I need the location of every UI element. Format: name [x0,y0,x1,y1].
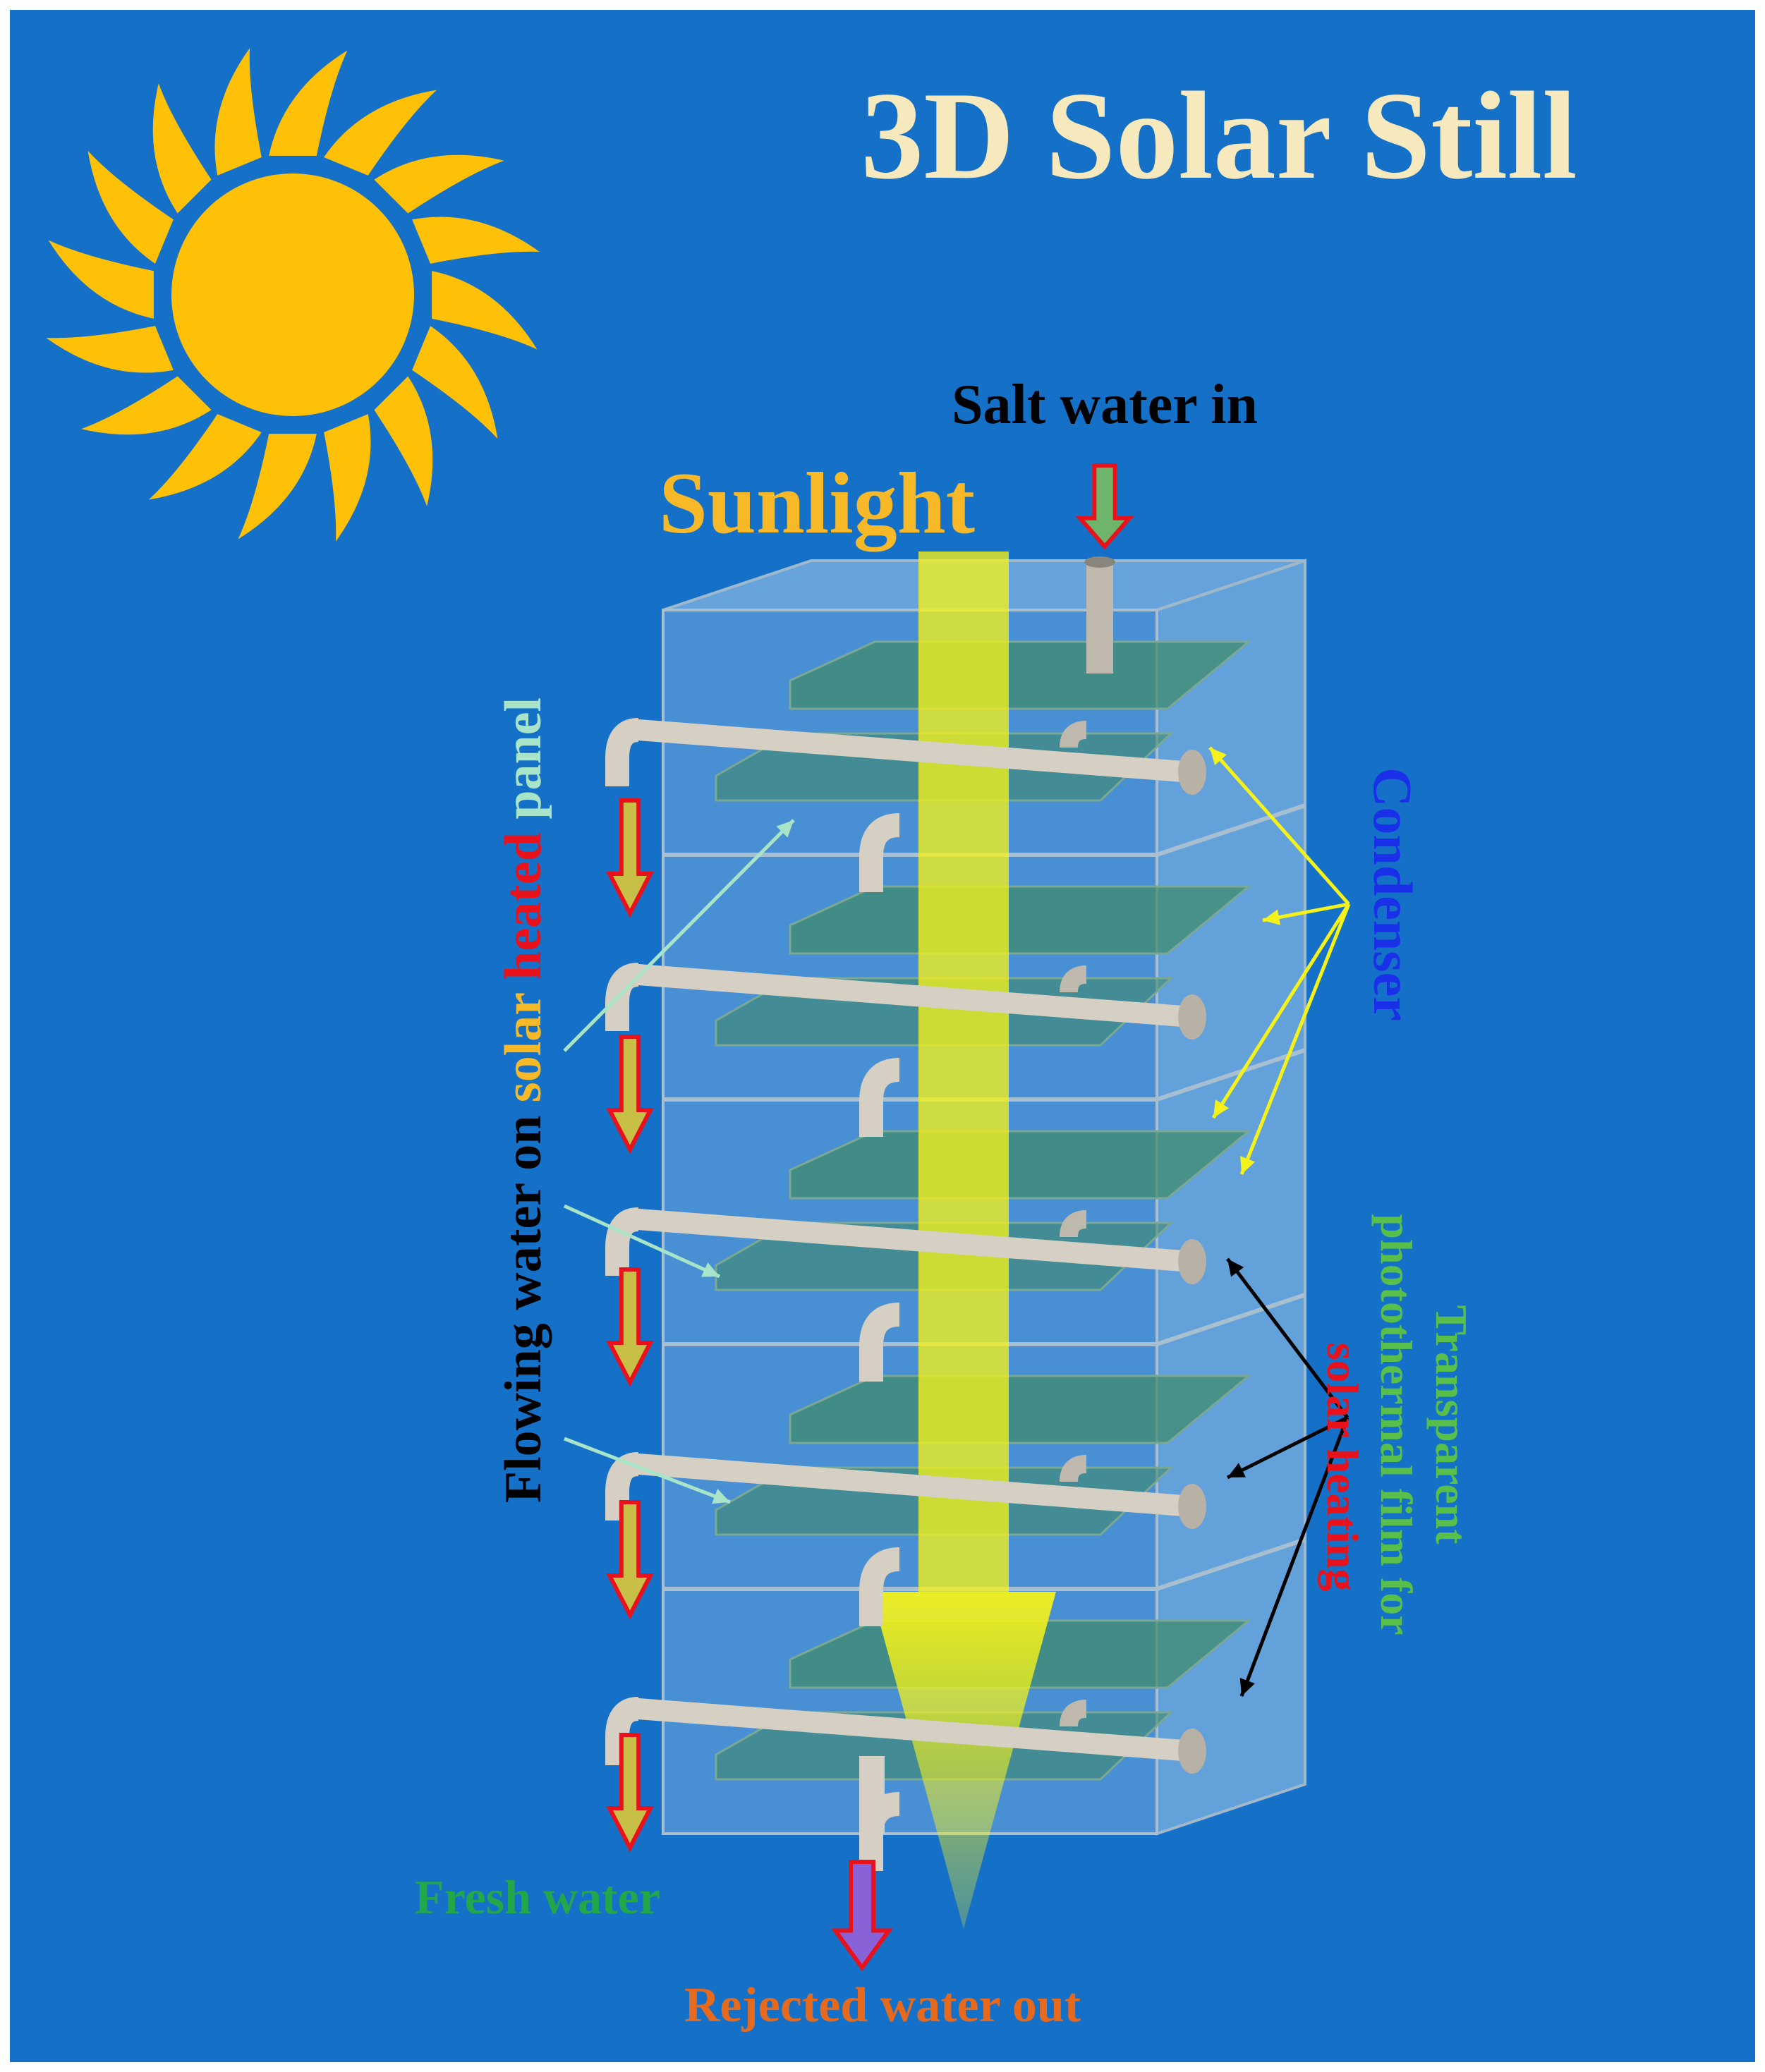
condenser-pointer [1239,903,1351,1175]
left-elbow [605,718,640,786]
flowing-water-label: Flowing water on solar heated panel [495,697,552,1503]
back-elbow [1060,721,1087,748]
condenser-panel [789,1130,1252,1200]
back-elbow [1060,1455,1087,1482]
outlet-spout [859,1756,885,1834]
salt-water-in-label: Salt water in [952,374,1258,436]
sun-ray [148,414,262,500]
fresh-water-flow-arrow [606,1733,654,1853]
sun-ray [238,434,317,540]
inlet-pipe-top [1084,556,1115,568]
middle-elbow [859,1547,901,1626]
flowing-water-pointer [563,819,795,1052]
pipe-end-cap [1178,750,1206,795]
tier-divider-side [1156,1048,1306,1102]
pipe-end-cap [1178,1239,1206,1284]
sun-ray [324,90,437,176]
pipes-layer [605,556,1206,1871]
horizontal-pipe [628,719,1203,783]
condenser-panel [789,1375,1252,1444]
film-pointer [1239,1417,1349,1697]
flowing-water-pointer [563,1204,721,1279]
sun-ray [269,50,348,156]
pipe-end-cap [1178,1484,1206,1529]
left-elbow [605,963,640,1031]
rejected-water-out-arrow [831,1860,893,1972]
sun-ray [324,414,371,542]
fresh-water-label: Fresh water [415,1870,660,1924]
middle-elbow [859,813,901,892]
sun-icon [46,48,540,542]
film-pointer-head [1227,1259,1244,1277]
fresh-water-flow-arrow [606,1035,654,1154]
condenser-pointer [1211,903,1351,1119]
condenser-pointer-head [1240,1156,1256,1174]
flowing-water-pointer [564,1437,731,1504]
sun-ray [81,376,212,435]
horizontal-pipe [628,1698,1203,1762]
condenser-pointer-head [1210,748,1227,766]
sunlight-label: Sunlight [659,455,975,552]
flow-arrows [606,463,1134,1972]
back-elbow [1060,1210,1087,1238]
left-elbow [605,1697,640,1765]
film-pointer-head [1227,1463,1246,1477]
condenser-pointer-head [1213,1099,1230,1118]
film-label-line2: photothermal film for [1371,1214,1421,1635]
condenser-panel [789,885,1252,955]
horizontal-pipe [628,1454,1203,1517]
sun-ray [412,217,540,264]
sun-ray [46,326,174,373]
fresh-water-flow-arrow [606,1267,654,1387]
sun-ray [374,376,433,506]
condenser-pointer-head [1263,909,1281,925]
flowing-water-part2: solar [495,980,552,1102]
sun-ray [152,83,212,214]
flowing-water-part4: panel [495,697,552,819]
pipe-end-cap [1178,1729,1206,1774]
sun-ray [432,271,538,350]
condenser-panel [789,640,1252,710]
salt-water-in-arrow [1075,463,1134,550]
rejected-water-out-label: Rejected water out [684,1978,1081,2033]
film-label-line1: Transparent [1426,1305,1476,1545]
sun-ray [48,240,154,319]
back-elbow [1060,965,1087,993]
pipe-end-cap [1178,994,1206,1040]
condenser-pointer [1208,746,1350,906]
tier-divider-side [1156,803,1306,857]
flowing-water-pointer-head [776,820,794,838]
tier-divider-side [1156,1537,1306,1591]
condenser-label: Condenser [1362,767,1424,1021]
left-elbow [605,1207,640,1276]
horizontal-pipe [628,1209,1203,1272]
middle-elbow [859,1058,901,1137]
film-label-line3: solar heating [1318,1343,1368,1592]
flowing-water-pointer-head [712,1489,730,1504]
film-pointer [1226,1257,1349,1419]
back-elbow [1060,1700,1087,1727]
sun-ray [374,154,504,214]
page-title: 3D Solar Still [861,66,1577,205]
middle-elbow [859,1303,901,1382]
film-pointer-head [1239,1678,1255,1696]
pointer-lines [563,746,1351,1697]
tier-divider-side [1156,1293,1306,1346]
sun-ray [412,326,498,439]
film-pointer [1226,1415,1349,1480]
horizontal-pipe [628,964,1203,1028]
inlet-pipe [1086,561,1113,674]
sunlight-beam [871,551,1056,1929]
fresh-water-flow-arrow [606,1500,654,1620]
flowing-water-part3: heated [495,819,552,980]
flowing-water-pointer-head [701,1262,720,1277]
sun-ray [87,150,174,264]
sun-ray [214,48,262,176]
flowing-water-part1: Flowing water on [495,1102,552,1503]
fresh-water-flow-arrow [606,798,654,918]
